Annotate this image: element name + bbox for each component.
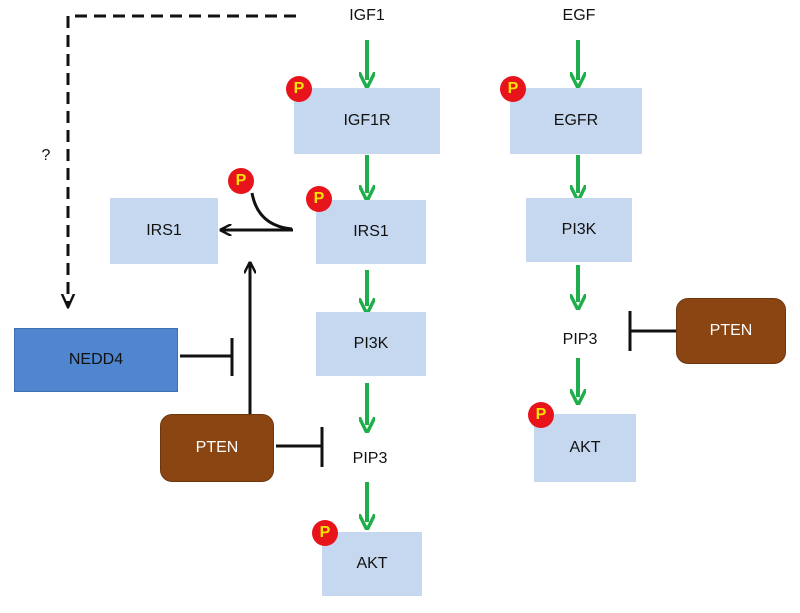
akt-right-node: AKT [534,414,636,482]
igf1r-node: IGF1R [294,88,440,154]
phospho-badge-igf1r: P [286,76,312,102]
pip3-left-label: PIP3 [352,450,388,467]
phospho-badge-egfr: P [500,76,526,102]
phospho-badge-irs1-transfer: P [228,168,254,194]
dashed-feedback-igf1-to-nedd4 [68,14,296,306]
pi3k-left-node: PI3K [316,312,426,376]
pi3k-right-node: PI3K [526,198,632,262]
igf1-label: IGF1 [349,7,385,24]
pip3-right-label: PIP3 [562,331,598,348]
irs1-left-node: IRS1 [110,198,218,264]
akt-left-node: AKT [322,532,422,596]
phospho-curve [250,192,293,231]
question-mark-label: ? [41,147,51,164]
pten-left-node: PTEN [160,414,274,482]
nedd4-node: NEDD4 [14,328,178,392]
egf-label: EGF [562,7,596,24]
phospho-badge-akt-right: P [528,402,554,428]
phospho-badge-irs1-main: P [306,186,332,212]
pten-right-node: PTEN [676,298,786,364]
egfr-node: EGFR [510,88,642,154]
irs1-main-node: IRS1 [316,200,426,264]
phospho-badge-akt-left: P [312,520,338,546]
